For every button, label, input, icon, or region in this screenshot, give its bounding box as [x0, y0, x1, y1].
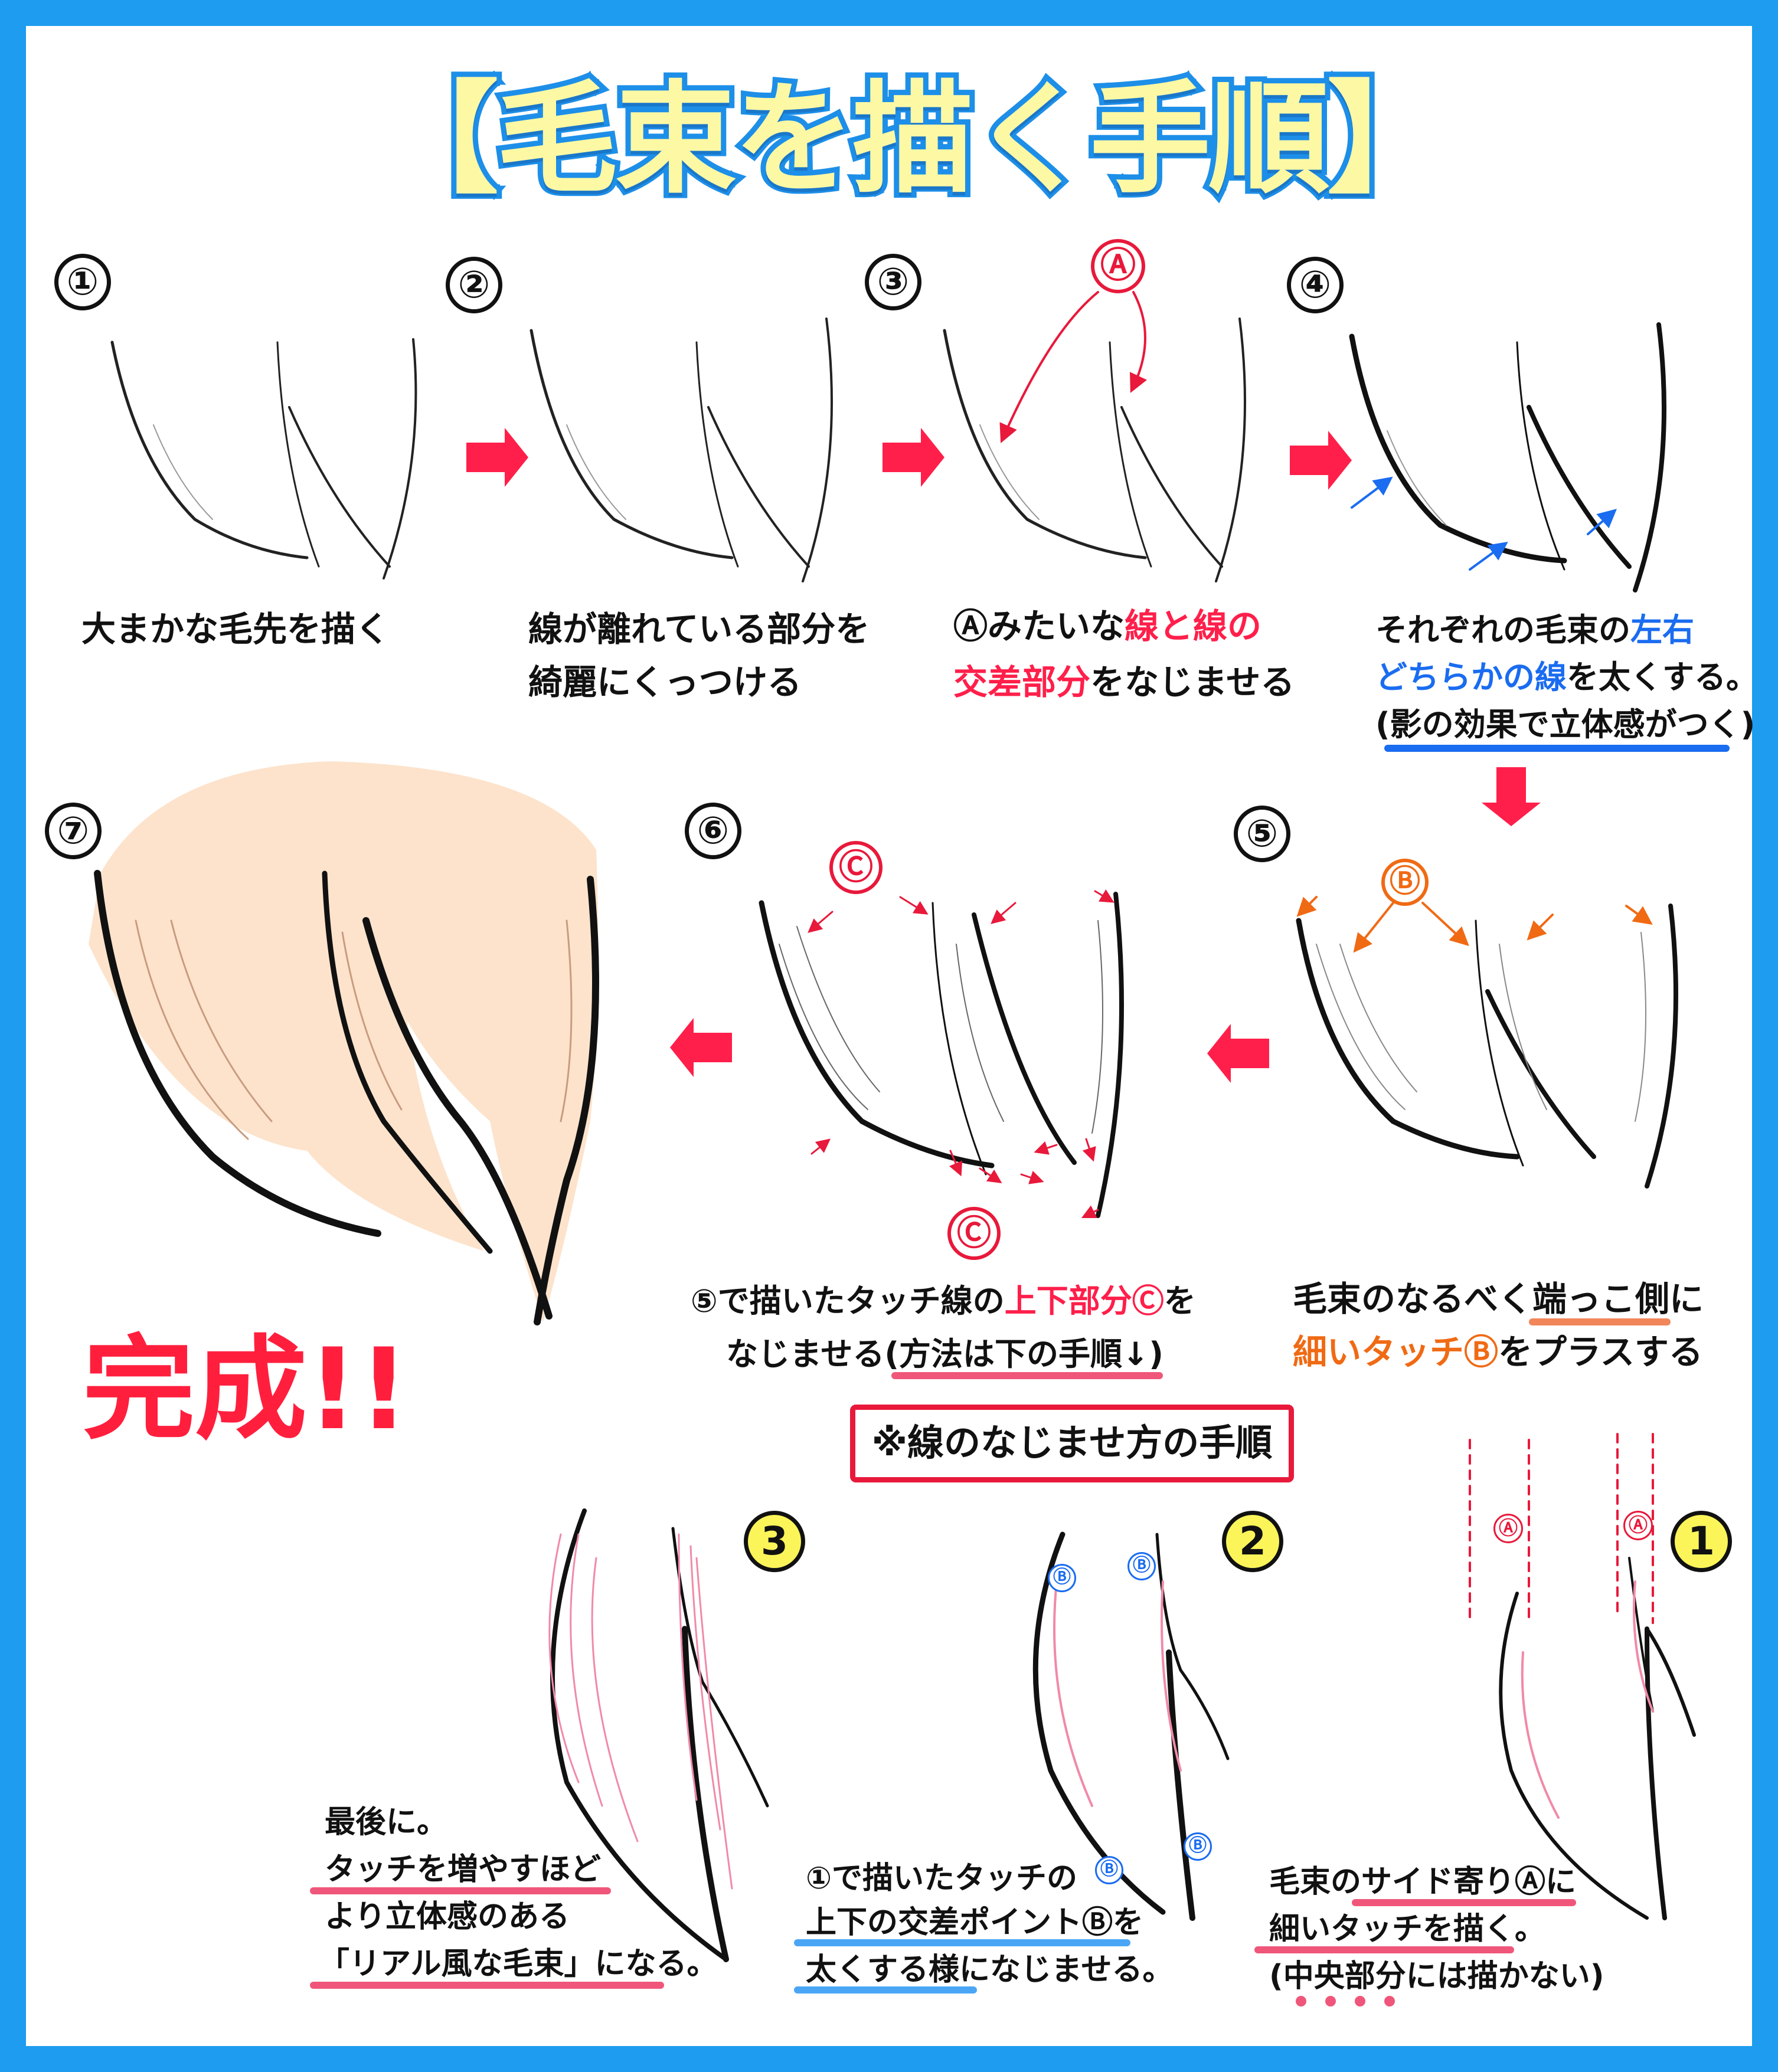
marker-b: Ⓑ	[1381, 859, 1429, 906]
method-sketch-2	[1032, 1531, 1230, 1921]
method-2-marker-b-4: Ⓑ	[1095, 1856, 1123, 1884]
method-2-marker-b-2: Ⓑ	[1127, 1552, 1156, 1580]
step-number-5: ⑤	[1234, 806, 1290, 862]
caption-step-5-pre: 毛束のなるべく	[1293, 1279, 1533, 1319]
underline-step-5	[1529, 1318, 1671, 1325]
caption-step-4-highlight2: どちらかの線	[1375, 659, 1567, 696]
caption-step-6-line1: ⑤で描いたタッチ線の上下部分Ⓒを	[691, 1278, 1196, 1325]
emphasis-dot	[1296, 1996, 1306, 2006]
method-2-line1: ①で描いたタッチの	[806, 1861, 1078, 1896]
caption-step-5-mid: 端っこ側	[1532, 1279, 1670, 1319]
step-number-2: ②	[446, 257, 502, 313]
complete-label: 完成!!	[80, 1321, 412, 1458]
caption-step-5-end: に	[1669, 1279, 1704, 1319]
caption-step-2-line2: 綺麗にくっつける	[528, 662, 802, 702]
hair-sketch-4	[1349, 322, 1666, 593]
method-2-line3: 太くする様になじませる。	[806, 1952, 1174, 1988]
method-3-line3: より立体感のある	[325, 1899, 570, 1934]
marker-c-top: Ⓒ	[829, 841, 883, 894]
caption-step-5-post: をプラスする	[1498, 1332, 1703, 1372]
caption-step-3-post: をなじませる	[1090, 662, 1295, 702]
caption-step-1: 大まかな毛先を描く	[81, 609, 390, 649]
caption-step-4-highlight1: 左右	[1630, 611, 1694, 649]
method-3-line2: タッチを増やすほど	[325, 1852, 602, 1887]
caption-step-3-highlight1: 線と線の	[1125, 606, 1262, 646]
arrow-down	[1482, 767, 1541, 826]
hair-sketch-5	[1296, 896, 1678, 1189]
method-1-line1: 毛束のサイド寄りⒶに	[1269, 1864, 1577, 1900]
method-1-underline1	[1352, 1899, 1576, 1906]
method-3-line1: 最後に。	[325, 1805, 448, 1840]
method-2-underline2	[794, 1986, 977, 1994]
caption-step-6-end: を	[1163, 1282, 1196, 1320]
flow-arrows-row1	[466, 428, 1541, 1083]
page-title: 【毛束を描く手順】	[372, 64, 1453, 215]
method-3-underline1	[310, 1887, 611, 1894]
emphasis-dot	[1325, 1996, 1336, 2006]
caption-step-6-highlight: 上下部分Ⓒ	[1004, 1282, 1164, 1320]
hair-sketch-6	[759, 889, 1124, 1219]
arrow-left-1	[1207, 1024, 1269, 1083]
hair-sketch-3	[943, 291, 1246, 582]
marker-c-bottom: Ⓒ	[947, 1207, 1001, 1260]
hair-sketch-1	[110, 338, 417, 580]
caption-step-5-highlight: 細いタッチⒷ	[1293, 1332, 1499, 1372]
method-number-1: 1	[1671, 1511, 1732, 1572]
caption-step-3-pre: Ⓐみたいな	[953, 606, 1125, 646]
arrow-right-2	[883, 428, 944, 487]
caption-step-4-line3: (影の効果で立体感がつく)	[1375, 706, 1756, 743]
caption-step-6-pre: ⑤で描いたタッチ線の	[691, 1282, 1005, 1320]
caption-step-4-post: を太くする。	[1567, 659, 1758, 696]
caption-step-3-line1: Ⓐみたいな線と線の	[953, 602, 1261, 650]
caption-step-6-line2: なじませる(方法は下の手順↓)	[726, 1335, 1163, 1373]
caption-step-5-line1: 毛束のなるべく端っこ側に	[1293, 1275, 1704, 1323]
hair-final-7	[89, 761, 599, 1325]
caption-step-3-highlight2: 交差部分	[953, 662, 1091, 702]
method-2-line2: 上下の交差ポイントⒷを	[806, 1905, 1144, 1940]
method-2-marker-b-3: Ⓑ	[1184, 1832, 1212, 1861]
method-1-underline2	[1254, 1946, 1514, 1953]
caption-step-4-pre: それぞれの毛束の	[1375, 611, 1630, 649]
method-heading: ※線のなじませ方の手順	[850, 1405, 1294, 1482]
method-sketch-1	[1469, 1433, 1696, 1920]
emphasis-dot	[1355, 1996, 1365, 2006]
step-number-3: ③	[865, 254, 921, 310]
method-number-3: 3	[744, 1511, 805, 1572]
method-sketch-3	[548, 1508, 769, 1962]
hair-sketch-2	[530, 317, 833, 582]
caption-step-2-line1: 線が離れている部分を	[528, 609, 870, 649]
underline-step-6	[891, 1372, 1163, 1379]
caption-step-4-line1: それぞれの毛束の左右	[1375, 608, 1694, 653]
caption-step-5-line2: 細いタッチⒷをプラスする	[1293, 1328, 1703, 1376]
method-2-marker-b-1: Ⓑ	[1048, 1564, 1076, 1592]
method-1-marker-a-left: Ⓐ	[1493, 1514, 1523, 1543]
step-number-1: ①	[54, 254, 111, 310]
arrow-right-3	[1290, 431, 1352, 490]
method-1-marker-a-right: Ⓐ	[1623, 1511, 1653, 1540]
method-1-line3: (中央部分には描かない)	[1269, 1959, 1604, 1994]
marker-a: Ⓐ	[1091, 239, 1145, 293]
caption-step-3-line2: 交差部分をなじませる	[953, 658, 1295, 706]
step-number-7: ⑦	[45, 803, 102, 859]
emphasis-dot	[1384, 1996, 1395, 2006]
caption-step-4-line2: どちらかの線を太くする。	[1375, 655, 1758, 700]
step-number-6: ⑥	[685, 803, 741, 859]
arrow-right-1	[466, 428, 528, 487]
step-number-4: ④	[1287, 257, 1344, 313]
method-1-line2: 細いタッチを描く。	[1269, 1911, 1546, 1947]
arrow-left-2	[670, 1018, 732, 1077]
method-number-2: 2	[1222, 1511, 1283, 1572]
method-3-line4: 「リアル風な毛束」になる。	[319, 1946, 718, 1982]
underline-step-4	[1384, 745, 1730, 752]
method-3-underline2	[310, 1982, 664, 1989]
method-2-underline1	[794, 1939, 1130, 1946]
